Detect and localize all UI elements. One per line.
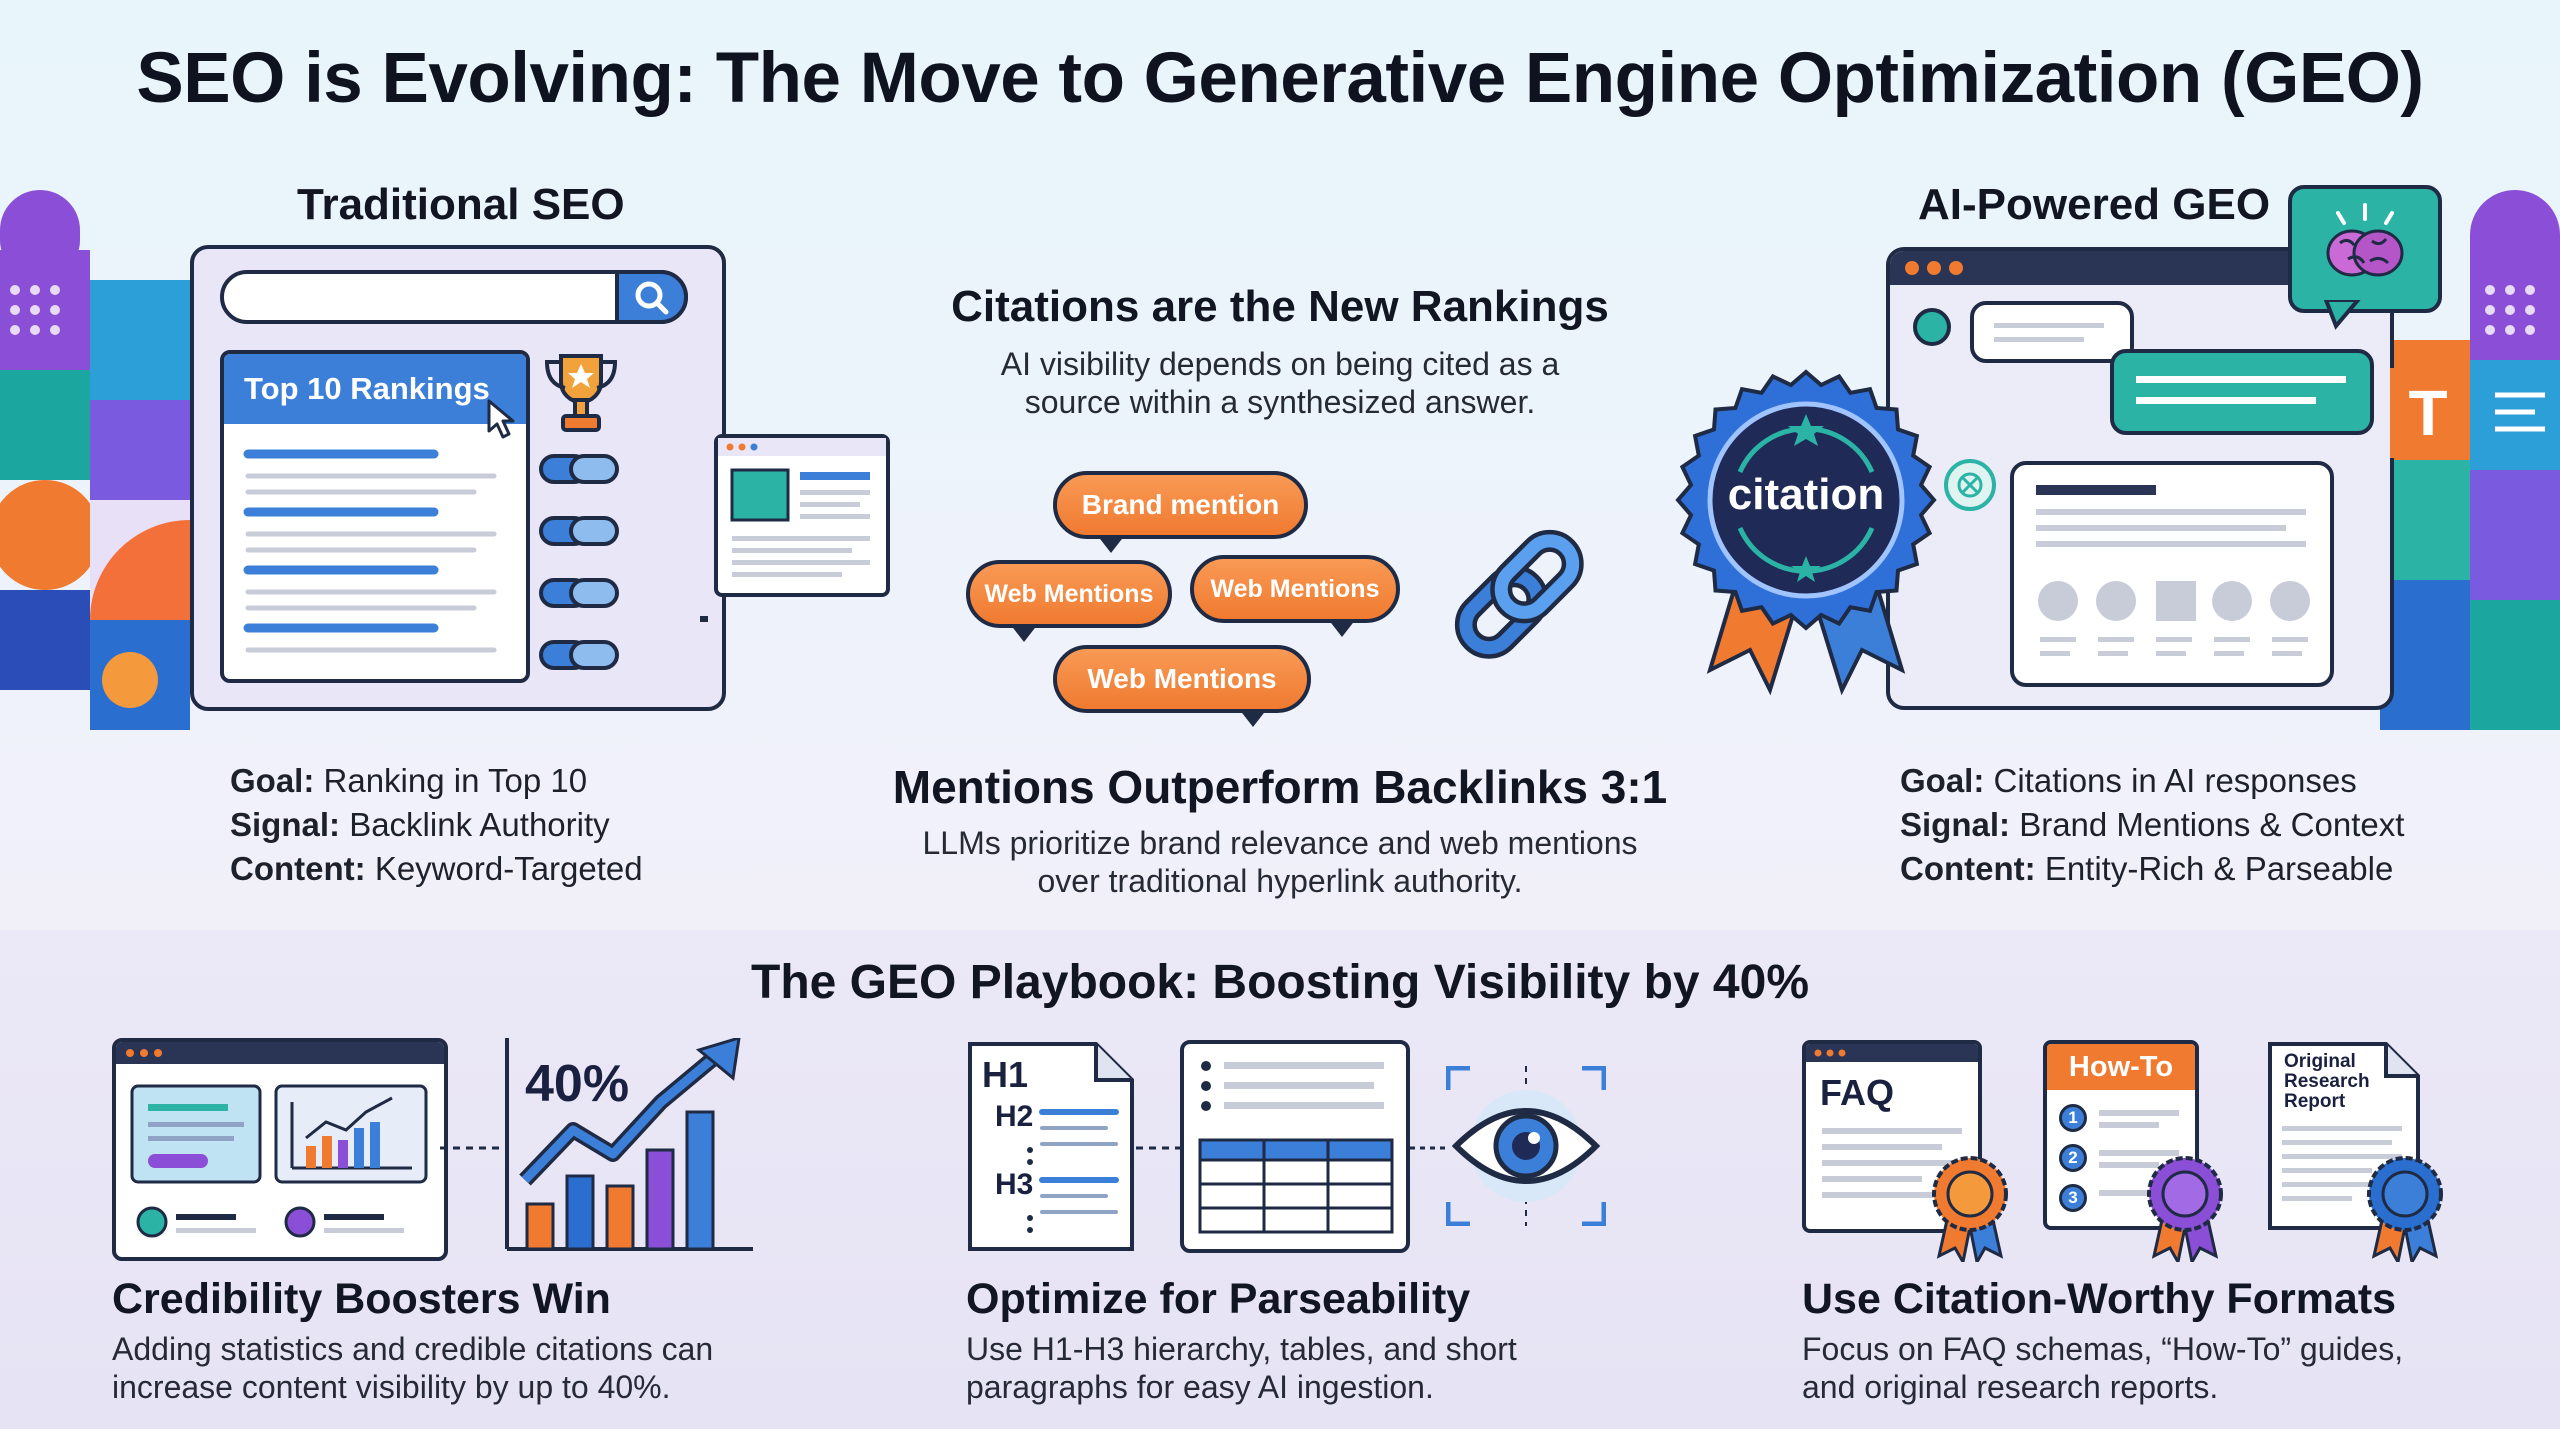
citations-body-line-2: source within a synthesized answer. [1024,384,1536,420]
search-icon [635,281,669,315]
right-decor-pattern [2380,190,2560,730]
howto-doc: How-To 1 2 3 [2043,1040,2199,1230]
mentions-heading: Mentions Outperform Backlinks 3:1 [892,761,1668,813]
step-lines [2099,1110,2179,1196]
connector-dash [700,616,708,622]
heading-doc-graphic [968,1042,1134,1251]
ribbon-badge-icon [2367,1156,2443,1262]
mini-webpage-content [718,438,886,577]
chain-link-icon [1454,529,1584,659]
traditional-seo-heading: Traditional SEO [297,180,625,229]
search-input[interactable] [220,270,688,324]
eye-icon [1446,1066,1606,1226]
signal-label: Signal: [1900,806,2011,843]
trend-arrow-icon [695,1038,741,1081]
credibility-heading: Credibility Boosters Win [112,1275,611,1323]
connector-dash [440,1146,504,1150]
brain-bubble-tail [2323,300,2361,330]
h1-label: H1 [982,1054,1029,1095]
geo-goal: Citations in AI responses [1993,762,2357,799]
traditional-signal: Backlink Authority [349,806,610,843]
mentions-body-line-2: over traditional hyperlink authority. [1037,863,1523,899]
mini-webpage-window [714,434,890,597]
geo-signal: Brand Mentions & Context [2019,806,2405,843]
traditional-goal: Ranking in Top 10 [323,762,588,799]
parseability-heading: Optimize for Parseability [966,1275,1471,1323]
page-title: SEO is Evolving: The Move to Generative … [136,39,2424,118]
citations-body: AI visibility depends on being cited as … [880,345,1680,421]
connector-dash [1136,1146,1180,1150]
credibility-desc-line-1: Adding statistics and credible citations… [112,1331,714,1367]
traditional-content: Keyword-Targeted [374,850,643,887]
geo-heading: AI-Powered GEO [1918,180,2271,229]
parseability-desc-line-2: paragraphs for easy AI ingestion. [966,1369,1434,1405]
parseability-desc-line-1: Use H1-H3 hierarchy, tables, and short [966,1331,1517,1367]
geo-browser-content [1890,251,2390,687]
heading-hierarchy-doc [966,1040,1136,1253]
step-number: 2 [2059,1144,2087,1172]
report-title: Original Research Report [2284,1052,2370,1112]
brain-icon [2326,203,2404,277]
ranking-result-lines [243,449,497,653]
traditional-facts: Goal: Ranking in Top 10 Signal: Backlink… [230,759,643,891]
step-number: 1 [2059,1104,2087,1132]
howto-steps: 1 2 3 [2047,1090,2195,1226]
report-title-line-2: Research [2284,1071,2370,1092]
geo-facts: Goal: Citations in AI responses Signal: … [1900,759,2404,891]
web-mentions-bubble-2: Web Mentions [1190,555,1400,637]
table-doc [1180,1040,1410,1253]
faq-doc-graphic [1806,1044,1978,1198]
rankings-panel: Top 10 Rankings [220,350,530,683]
text-tile: T [2390,368,2466,458]
ribbon-badge-icon [1932,1156,2008,1262]
growth-chart [503,1038,753,1253]
credibility-desc-line-2: increase content visibility by up to 40%… [112,1369,671,1405]
brand-mention-bubble: Brand mention [1053,471,1308,553]
dashboard-window [112,1038,448,1261]
h2-label: H2 [995,1100,1034,1133]
table-doc-graphic [1198,1061,1394,1234]
growth-chart-graphic [505,1038,753,1251]
formats-heading: Use Citation-Worthy Formats [1802,1275,2397,1323]
step-number: 3 [2059,1184,2087,1212]
web-mentions-bubble-3: Web Mentions [1053,645,1311,727]
backlink-chain-icons [539,454,619,670]
left-decor-pattern [0,190,190,730]
credibility-desc: Adding statistics and credible citations… [112,1330,812,1406]
parseability-desc: Use H1-H3 hierarchy, tables, and short p… [966,1330,1666,1406]
dashboard-content [116,1042,444,1238]
h3-label: H3 [995,1168,1034,1201]
rankings-label: Top 10 Rankings [224,354,526,424]
citation-badge-graphic [1675,369,1937,696]
mentions-body-line-1: LLMs prioritize brand relevance and web … [922,825,1638,861]
goal-label: Goal: [1900,762,1985,799]
ribbon-badge-icon [2147,1156,2223,1262]
web-mentions-bubble-1: Web Mentions [966,560,1172,642]
citations-body-line-1: AI visibility depends on being cited as … [1000,346,1560,382]
signal-label: Signal: [230,806,341,843]
report-title-line-1: Original [2284,1051,2356,1072]
goal-label: Goal: [230,762,315,799]
chatgpt-icon [1944,459,1996,511]
search-button[interactable] [615,270,688,324]
report-title-line-3: Report [2284,1091,2346,1112]
citations-heading: Citations are the New Rankings [951,282,1609,331]
content-label: Content: [230,850,366,887]
formats-desc-line-1: Focus on FAQ schemas, “How-To” guides, [1802,1331,2404,1367]
formats-desc: Focus on FAQ schemas, “How-To” guides, a… [1802,1330,2502,1406]
citation-badge-label: citation [1727,470,1885,519]
brain-bubble [2288,185,2442,313]
content-label: Content: [1900,850,2036,887]
connector-dash [1410,1146,1446,1150]
trophy-icon [544,354,618,432]
howto-label: How-To [2047,1044,2195,1090]
mentions-body: LLMs prioritize brand relevance and web … [830,824,1730,900]
formats-desc-line-2: and original research reports. [1802,1369,2219,1405]
faq-label: FAQ [1820,1072,1895,1113]
geo-content: Entity-Rich & Parseable [2044,850,2394,887]
visibility-stat: 40% [525,1055,630,1113]
cursor-icon [487,399,515,439]
playbook-title: The GEO Playbook: Boosting Visibility by… [751,956,1809,1009]
